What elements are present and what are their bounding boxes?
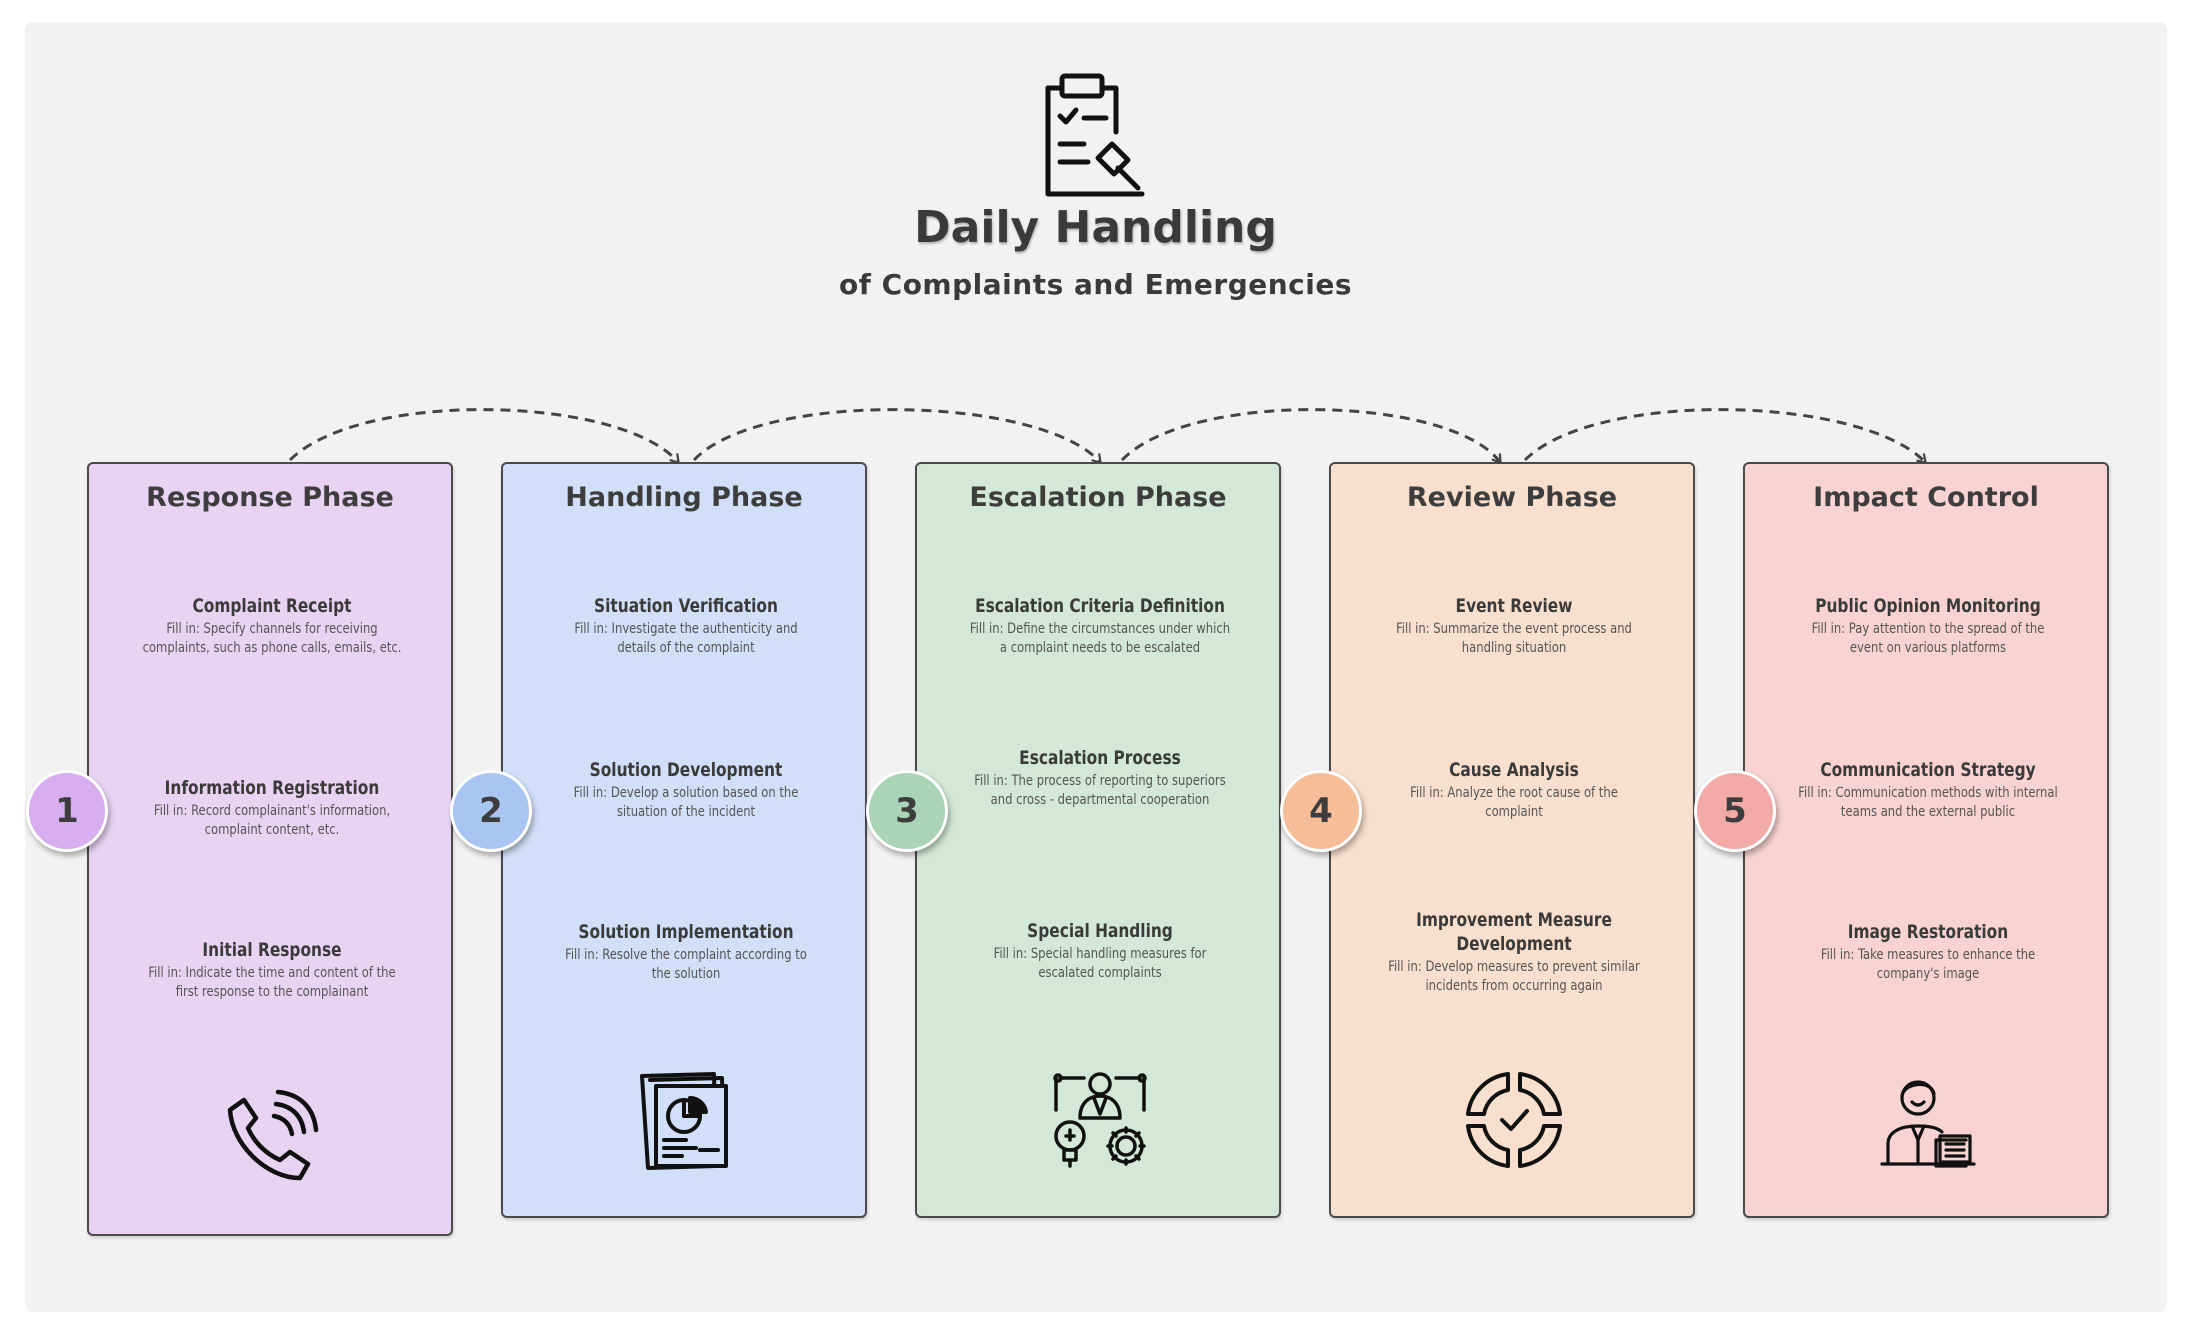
item-title: Information Registration — [164, 777, 380, 799]
phase-card-response: Response Phase Complaint Receipt Fill in… — [87, 462, 453, 1236]
phase-card-escalation: Escalation Phase Escalation Criteria Def… — [915, 462, 1281, 1218]
item-description: Fill in: Resolve the complaint according… — [565, 947, 807, 982]
item-title: Improvement Measure Development — [1416, 909, 1612, 955]
phase-card-handling: Handling Phase Situation Verification Fi… — [501, 462, 867, 1218]
phase-item: Situation Verification Fill in: Investig… — [543, 594, 829, 658]
item-description: Fill in: Special handling measures for e… — [993, 946, 1207, 981]
item-description: Fill in: Develop a solution based on the… — [573, 785, 799, 820]
item-description: Fill in: Communication methods with inte… — [1798, 785, 2058, 820]
item-description: Fill in: Record complainant's informatio… — [153, 803, 391, 838]
item-title: Initial Response — [202, 939, 342, 961]
target-check-icon — [1466, 1072, 1562, 1168]
page-subtitle: of Complaints and Emergencies — [838, 268, 1353, 301]
phase-item: Initial Response Fill in: Indicate the t… — [129, 938, 415, 1002]
phase-item: Information Registration Fill in: Record… — [129, 776, 415, 840]
phase-item: Improvement Measure Development Fill in:… — [1371, 908, 1657, 996]
item-title: Communication Strategy — [1820, 759, 2036, 781]
item-description: Fill in: Indicate the time and content o… — [148, 965, 396, 1000]
item-title: Complaint Receipt — [192, 595, 352, 617]
phase-number-badge-5: 5 — [1694, 770, 1776, 852]
page-title: Daily Handling — [914, 202, 1277, 253]
item-title: Escalation Criteria Definition — [975, 595, 1225, 617]
item-description: Fill in: Take measures to enhance the co… — [1820, 947, 2036, 982]
item-title: Special Handling — [1027, 920, 1173, 942]
phase-card-review: Review Phase Event Review Fill in: Summa… — [1329, 462, 1695, 1218]
phase-title: Impact Control — [1813, 482, 2039, 513]
manager-idea-gear-icon — [1053, 1072, 1147, 1168]
phase-item: Cause Analysis Fill in: Analyze the root… — [1371, 758, 1657, 822]
item-title: Event Review — [1455, 595, 1573, 617]
phase-item: Special Handling Fill in: Special handli… — [957, 919, 1243, 983]
item-title: Solution Implementation — [578, 921, 794, 943]
phase-item: Solution Development Fill in: Develop a … — [543, 758, 829, 822]
phase-title: Review Phase — [1406, 482, 1618, 513]
item-description: Fill in: Analyze the root cause of the c… — [1410, 785, 1618, 820]
item-description: Fill in: Specify channels for receiving … — [142, 621, 402, 656]
phase-item: Escalation Criteria Definition Fill in: … — [957, 594, 1243, 658]
item-title: Situation Verification — [594, 595, 778, 617]
clipboard-gavel-icon — [1045, 73, 1145, 197]
person-documents-icon — [1880, 1080, 1976, 1168]
phase-title: Response Phase — [146, 482, 394, 513]
phase-item: Escalation Process Fill in: The process … — [957, 746, 1243, 810]
phase-card-impact-control: Impact Control Public Opinion Monitoring… — [1743, 462, 2109, 1218]
phase-item: Complaint Receipt Fill in: Specify chann… — [129, 594, 415, 658]
phase-number-badge-1: 1 — [26, 770, 108, 852]
phase-item: Public Opinion Monitoring Fill in: Pay a… — [1785, 594, 2071, 658]
item-description: Fill in: Investigate the authenticity an… — [574, 621, 798, 656]
phase-item: Solution Implementation Fill in: Resolve… — [543, 920, 829, 984]
item-description: Fill in: Develop measures to prevent sim… — [1388, 959, 1640, 994]
item-title: Public Opinion Monitoring — [1815, 595, 2041, 617]
report-document-icon — [640, 1072, 728, 1170]
item-description: Fill in: The process of reporting to sup… — [974, 773, 1226, 808]
phase-item: Image Restoration Fill in: Take measures… — [1785, 920, 2071, 984]
phase-number-badge-4: 4 — [1280, 770, 1362, 852]
item-description: Fill in: Define the circumstances under … — [969, 621, 1231, 656]
item-title: Escalation Process — [1019, 747, 1181, 769]
item-description: Fill in: Pay attention to the spread of … — [1811, 621, 2045, 656]
item-title: Image Restoration — [1847, 921, 2009, 943]
phase-number-badge-3: 3 — [866, 770, 948, 852]
phase-title: Escalation Phase — [969, 482, 1227, 513]
phase-item: Communication Strategy Fill in: Communic… — [1785, 758, 2071, 822]
phase-number-badge-2: 2 — [450, 770, 532, 852]
phase-title: Handling Phase — [565, 482, 803, 513]
item-description: Fill in: Summarize the event process and… — [1396, 621, 1632, 656]
phone-ringing-icon — [227, 1089, 319, 1181]
item-title: Cause Analysis — [1449, 759, 1579, 781]
phase-item: Event Review Fill in: Summarize the even… — [1371, 594, 1657, 658]
item-title: Solution Development — [589, 759, 783, 781]
